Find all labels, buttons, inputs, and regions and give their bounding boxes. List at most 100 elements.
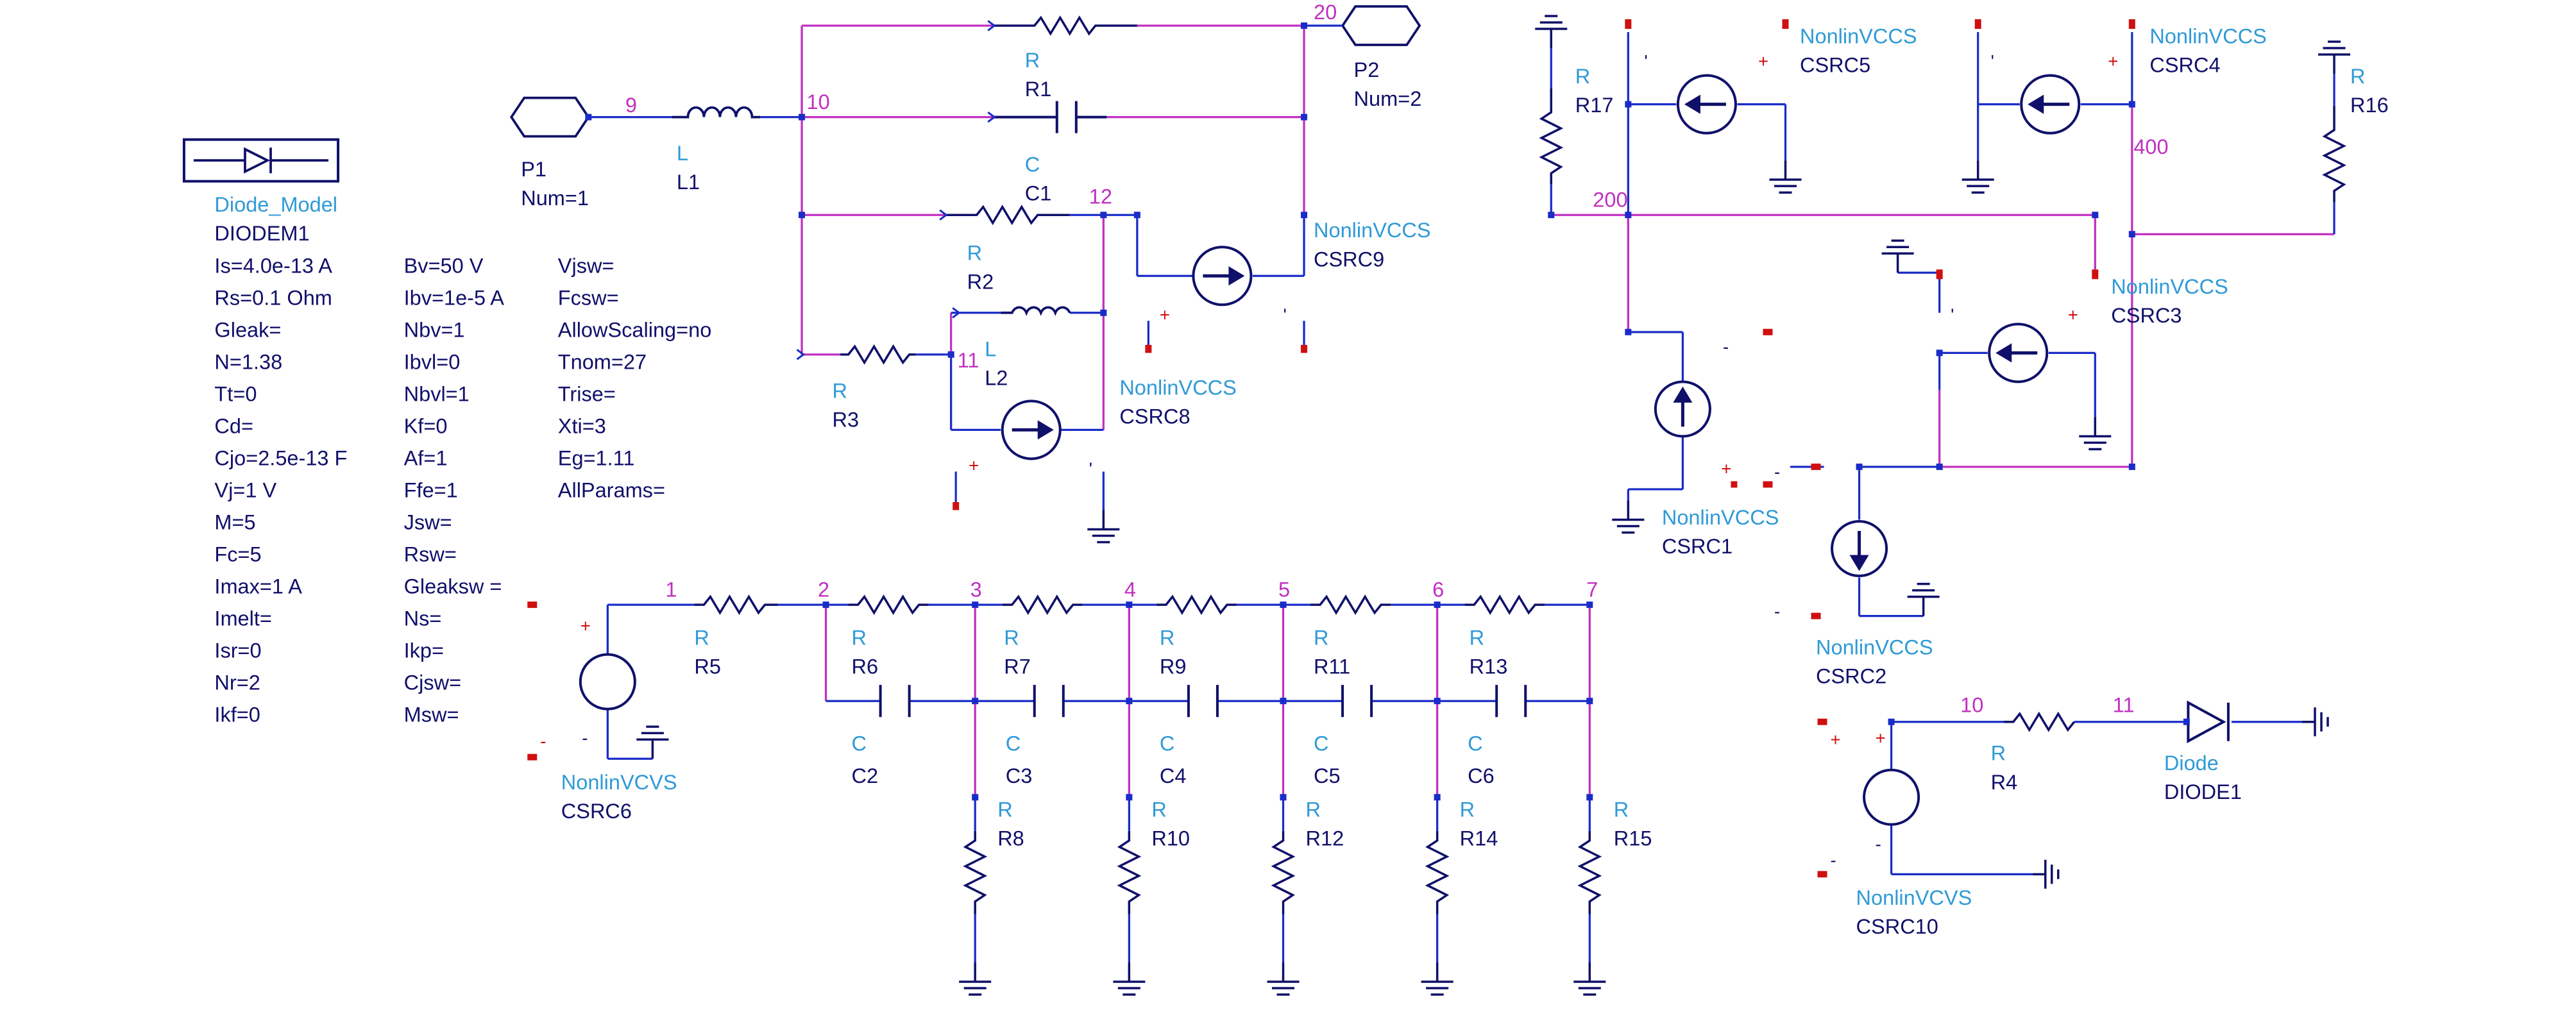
r3-resistor xyxy=(840,344,916,365)
minus-mark: - xyxy=(1876,834,1881,854)
plus-mark: + xyxy=(1721,458,1731,478)
csrc3-source xyxy=(1988,323,2049,383)
csrc3-type: NonlinVCCS xyxy=(2111,275,2228,298)
tick-mark: ' xyxy=(1951,305,1954,324)
c3-capacitor xyxy=(1033,685,1065,718)
c1-type: C xyxy=(1025,153,1040,176)
r17-type: R xyxy=(1575,65,1590,88)
l1-type: L xyxy=(677,142,688,165)
r10-name: R10 xyxy=(1151,827,1190,850)
csrc4-source xyxy=(2020,74,2081,135)
csrc3-name: CSRC3 xyxy=(2111,304,2182,327)
r15-type: R xyxy=(1614,798,1629,821)
diode-model-name: DIODEM1 xyxy=(214,222,309,245)
r16-name: R16 xyxy=(2350,94,2389,117)
csrc9-source xyxy=(1192,246,1253,307)
c3-name: C3 xyxy=(1006,764,1033,787)
c1-capacitor xyxy=(992,101,1107,133)
param-cell: Imelt= xyxy=(214,607,271,630)
param-cell: Msw= xyxy=(404,703,459,727)
plus-mark: + xyxy=(1160,305,1170,324)
node-label: 4 xyxy=(1124,578,1136,601)
plus-mark: + xyxy=(1758,51,1768,71)
r9-resistor xyxy=(1156,594,1237,616)
param-cell: M=5 xyxy=(214,511,255,534)
param-cell: Ikf=0 xyxy=(214,703,260,727)
c4-name: C4 xyxy=(1160,764,1187,787)
param-cell: Nbv=1 xyxy=(404,318,465,341)
r2-resistor xyxy=(944,205,1070,226)
c4-type: C xyxy=(1160,732,1174,755)
port-p1-num: Num=1 xyxy=(521,187,589,210)
r9-type: R xyxy=(1160,626,1174,650)
csrc1-source xyxy=(1654,380,1711,438)
r14-name: R14 xyxy=(1460,827,1498,850)
c5-capacitor xyxy=(1341,685,1373,718)
param-cell: Trise= xyxy=(558,382,616,405)
node-label: 20 xyxy=(1314,1,1337,24)
csrc5-name: CSRC5 xyxy=(1800,54,1870,77)
r8-name: R8 xyxy=(997,827,1024,850)
r16-type: R xyxy=(2350,65,2365,88)
param-cell: Rs=0.1 Ohm xyxy=(214,286,332,309)
param-cell: Nbvl=1 xyxy=(404,382,470,405)
r6-name: R6 xyxy=(852,655,879,678)
r7-type: R xyxy=(1004,626,1019,650)
port-p2-shape xyxy=(1341,5,1421,46)
param-cell: N=1.38 xyxy=(214,350,282,373)
param-cell: Rsw= xyxy=(404,543,457,566)
plus-mark: + xyxy=(2108,51,2118,71)
c2-name: C2 xyxy=(852,764,879,787)
node-labels: 9 10 20 12 11 200 400 1 2 3 4 5 6 7 10 1… xyxy=(625,1,2169,717)
network-ladder xyxy=(527,594,1607,996)
r13-type: R xyxy=(1470,626,1484,650)
csrc5-source xyxy=(1676,74,1737,135)
param-cell: Ibvl=0 xyxy=(404,350,461,373)
r4-name: R4 xyxy=(1991,771,2018,794)
diode1-symbol xyxy=(2187,700,2230,744)
param-cell: Cjsw= xyxy=(404,671,461,694)
r2-type: R xyxy=(967,241,982,264)
node-label: 11 xyxy=(958,349,979,372)
param-cell: Imax=1 A xyxy=(214,575,302,598)
network-top xyxy=(509,5,1421,544)
csrc10-source xyxy=(1863,768,1920,826)
node-label: 400 xyxy=(2133,135,2168,158)
param-cell: Nr=2 xyxy=(214,671,260,694)
port-p1-name: P1 xyxy=(521,158,547,181)
minus-mark: - xyxy=(582,728,588,748)
tick-mark: ' xyxy=(1644,51,1647,71)
r7-resistor xyxy=(1002,594,1083,616)
param-cell: AllParams= xyxy=(558,478,665,501)
r5-type: R xyxy=(694,626,709,650)
node-label: 5 xyxy=(1278,578,1290,601)
param-cell: Af=1 xyxy=(404,446,448,469)
c6-type: C xyxy=(1468,732,1482,755)
r12-resistor xyxy=(1271,830,1296,914)
c2-type: C xyxy=(852,732,867,755)
l2-name: L2 xyxy=(985,366,1008,389)
diode-model-block xyxy=(182,138,340,183)
csrc5-type: NonlinVCCS xyxy=(1800,25,1917,48)
minus-mark: - xyxy=(540,732,546,752)
r11-type: R xyxy=(1314,626,1328,650)
csrc6-source xyxy=(579,653,636,710)
r1-name: R1 xyxy=(1025,78,1052,101)
csrc2-type: NonlinVCCS xyxy=(1816,636,1933,659)
r10-type: R xyxy=(1151,798,1166,821)
diode1-type: Diode xyxy=(2164,752,2219,775)
tick-mark: ' xyxy=(1283,305,1286,324)
node-label: 2 xyxy=(818,578,829,601)
param-cell: Gleak= xyxy=(214,318,281,341)
r13-name: R13 xyxy=(1470,655,1508,678)
r17-resistor xyxy=(1539,88,1564,185)
r12-type: R xyxy=(1306,798,1321,821)
c2-capacitor xyxy=(879,685,911,718)
r7-name: R7 xyxy=(1004,655,1031,678)
csrc8-name: CSRC8 xyxy=(1119,405,1190,428)
magenta-nets xyxy=(801,24,1305,430)
l2-type: L xyxy=(985,337,996,360)
csrc1-type: NonlinVCCS xyxy=(1662,506,1779,529)
param-cell: Tt=0 xyxy=(214,382,257,405)
minus-mark: - xyxy=(1831,850,1836,870)
